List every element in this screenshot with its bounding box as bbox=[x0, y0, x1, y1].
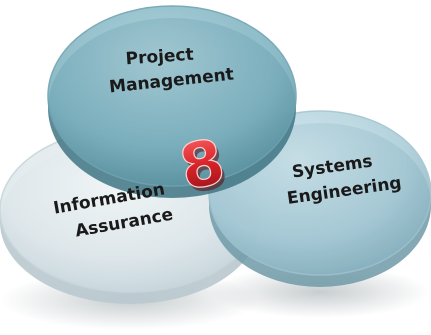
project-management-disc bbox=[47, 5, 297, 198]
center-badge: 8 8 bbox=[173, 124, 234, 209]
project-management-label-line-1: Project bbox=[125, 45, 194, 70]
right-disc-shadow bbox=[210, 266, 430, 318]
center-badge-number: 8 bbox=[173, 124, 230, 204]
